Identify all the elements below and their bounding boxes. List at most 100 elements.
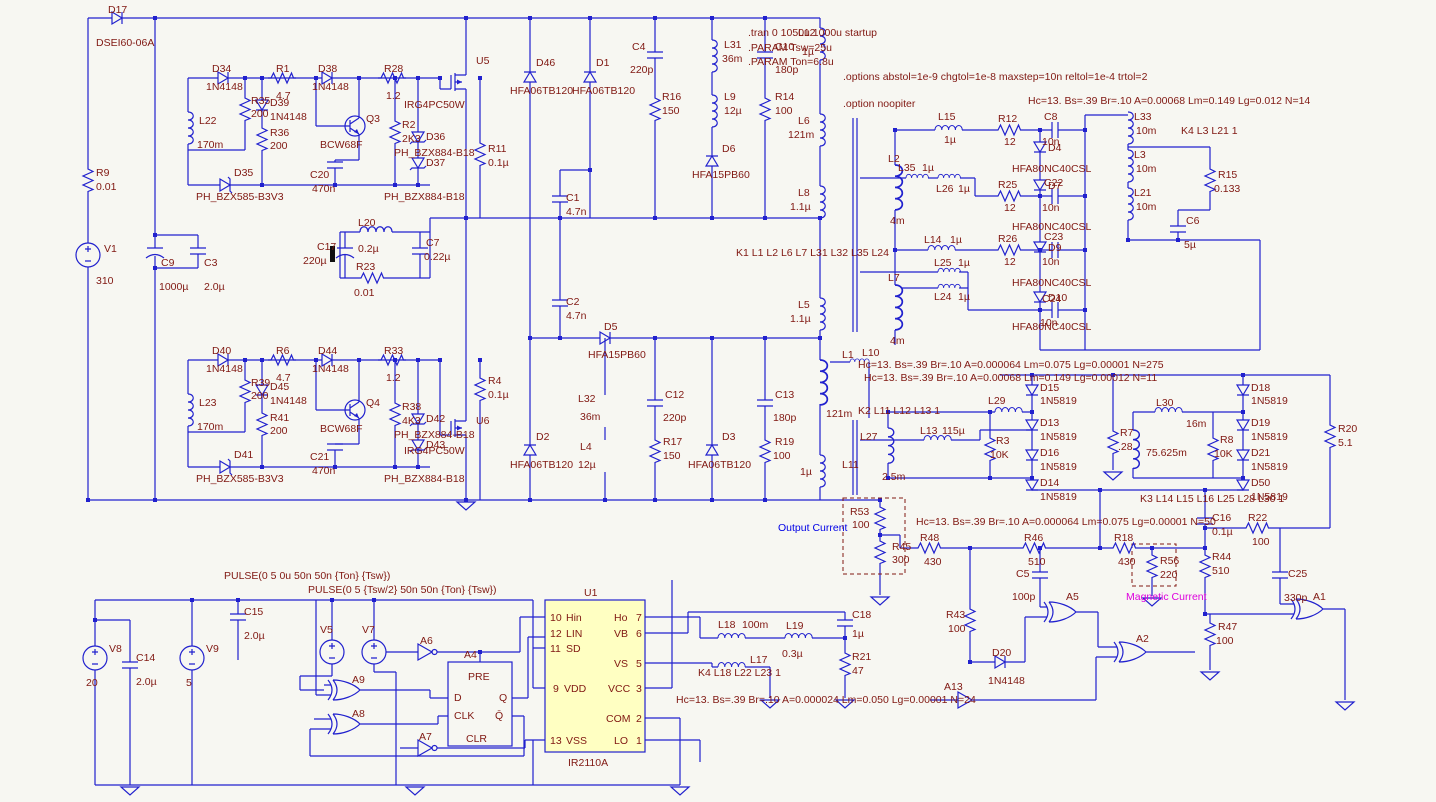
part-L8[interactable] <box>819 185 826 219</box>
ic-u1-ir2110a[interactable] <box>544 599 646 753</box>
part-L5[interactable] <box>819 297 826 331</box>
part-L18[interactable] <box>717 633 746 639</box>
part-D16[interactable] <box>1025 449 1039 461</box>
part-R44[interactable] <box>1199 551 1211 581</box>
part-R18[interactable] <box>1109 542 1139 554</box>
part-R26[interactable] <box>994 244 1024 256</box>
label-hc-13-bs-39-br-10-a-0-00068-lm-0-149-lg-: Hc=13. Bs=.39 Br=.10 A=0.00068 Lm=0.149 … <box>1028 95 1310 107</box>
part-R19[interactable] <box>759 436 771 466</box>
part-R14[interactable] <box>759 94 771 124</box>
part-V1[interactable] <box>75 242 101 268</box>
part-L15[interactable] <box>934 125 963 131</box>
label-1-: 1µ <box>802 46 814 58</box>
part-D37[interactable] <box>409 157 427 171</box>
part-D3[interactable] <box>705 444 719 456</box>
part-L26[interactable] <box>937 173 961 179</box>
part-L9[interactable] <box>711 94 718 128</box>
part-D14[interactable] <box>1025 479 1039 491</box>
part-L14[interactable] <box>927 245 956 251</box>
part-Q3[interactable] <box>339 111 366 141</box>
part-D21[interactable] <box>1236 449 1250 461</box>
part-R17[interactable] <box>649 436 661 466</box>
part-V9[interactable] <box>179 645 205 671</box>
part-L35[interactable] <box>905 173 929 179</box>
part-C5[interactable] <box>1031 571 1049 579</box>
part-V5[interactable] <box>319 639 345 665</box>
part-D2[interactable] <box>523 444 537 456</box>
part-R53[interactable] <box>874 503 886 533</box>
dff-a4-body[interactable] <box>447 661 513 747</box>
part-R25[interactable] <box>994 190 1024 202</box>
part-L7[interactable] <box>894 284 904 331</box>
part-D6[interactable] <box>705 155 719 167</box>
label-u6: U6 <box>476 415 490 427</box>
part-D50[interactable] <box>1236 479 1250 491</box>
part-R16[interactable] <box>649 94 661 124</box>
part-R21[interactable] <box>839 649 851 679</box>
part-L29[interactable] <box>994 407 1023 413</box>
part-R7[interactable] <box>1107 427 1119 457</box>
part-C4[interactable] <box>646 51 664 59</box>
part-D1[interactable] <box>583 71 597 83</box>
part-R11[interactable] <box>474 139 486 169</box>
label-a9: A9 <box>352 674 365 686</box>
part-C6[interactable] <box>1169 225 1187 233</box>
part-R41[interactable] <box>256 409 268 439</box>
part-R48[interactable] <box>914 542 944 554</box>
part-R56[interactable] <box>1146 551 1158 581</box>
part-L11[interactable] <box>819 454 826 488</box>
part-L24[interactable] <box>937 283 961 289</box>
part-L27[interactable] <box>887 427 895 464</box>
part-R4[interactable] <box>474 374 486 404</box>
part-V7[interactable] <box>361 639 387 665</box>
part-A2[interactable] <box>1109 641 1159 663</box>
part-L31[interactable] <box>711 39 718 73</box>
part-D18[interactable] <box>1236 384 1250 396</box>
part-D13[interactable] <box>1025 419 1039 431</box>
part-R45[interactable] <box>874 537 886 567</box>
part-L21[interactable] <box>1127 187 1134 221</box>
label-l12: L12 <box>798 27 816 39</box>
part-C25[interactable] <box>1271 571 1289 579</box>
part-L33[interactable] <box>1127 111 1134 145</box>
part-L1[interactable] <box>819 359 829 406</box>
part-C21[interactable] <box>326 443 344 451</box>
polarity-mark <box>330 246 335 262</box>
part-C3[interactable] <box>189 247 207 255</box>
part-L19[interactable] <box>784 633 813 639</box>
part-R22[interactable] <box>1242 522 1272 534</box>
part-R47[interactable] <box>1204 619 1216 649</box>
part-C18[interactable] <box>836 619 854 627</box>
part-R23[interactable] <box>357 272 387 284</box>
part-D46[interactable] <box>523 71 537 83</box>
part-R46[interactable] <box>1019 542 1049 554</box>
label-a7: A7 <box>419 731 432 743</box>
part-C12[interactable] <box>646 399 664 407</box>
part-R39[interactable] <box>239 376 251 406</box>
label-l15: L15 <box>938 111 956 123</box>
part-L23[interactable] <box>187 393 194 427</box>
part-R43[interactable] <box>964 605 976 635</box>
part-L22[interactable] <box>187 111 194 145</box>
part-L6[interactable] <box>819 113 826 147</box>
part-R35[interactable] <box>239 94 251 124</box>
part-D19[interactable] <box>1236 419 1250 431</box>
part-R38[interactable] <box>389 399 401 429</box>
label-l30: L30 <box>1156 397 1174 409</box>
part-L3[interactable] <box>1127 149 1134 183</box>
part-D15[interactable] <box>1025 384 1039 396</box>
part-V8[interactable] <box>82 645 108 671</box>
part-R2[interactable] <box>389 117 401 147</box>
part-R20[interactable] <box>1324 421 1336 451</box>
part-A5[interactable] <box>1039 601 1089 623</box>
part-R12[interactable] <box>994 124 1024 136</box>
part-C13[interactable] <box>756 399 774 407</box>
part-C20[interactable] <box>326 161 344 169</box>
part-R36[interactable] <box>256 124 268 154</box>
part-R9[interactable] <box>82 165 94 195</box>
part-U5[interactable] <box>445 67 467 97</box>
label-220-: 220µ <box>303 255 327 267</box>
part-L28[interactable] <box>1132 429 1141 470</box>
part-Q4[interactable] <box>339 395 366 425</box>
